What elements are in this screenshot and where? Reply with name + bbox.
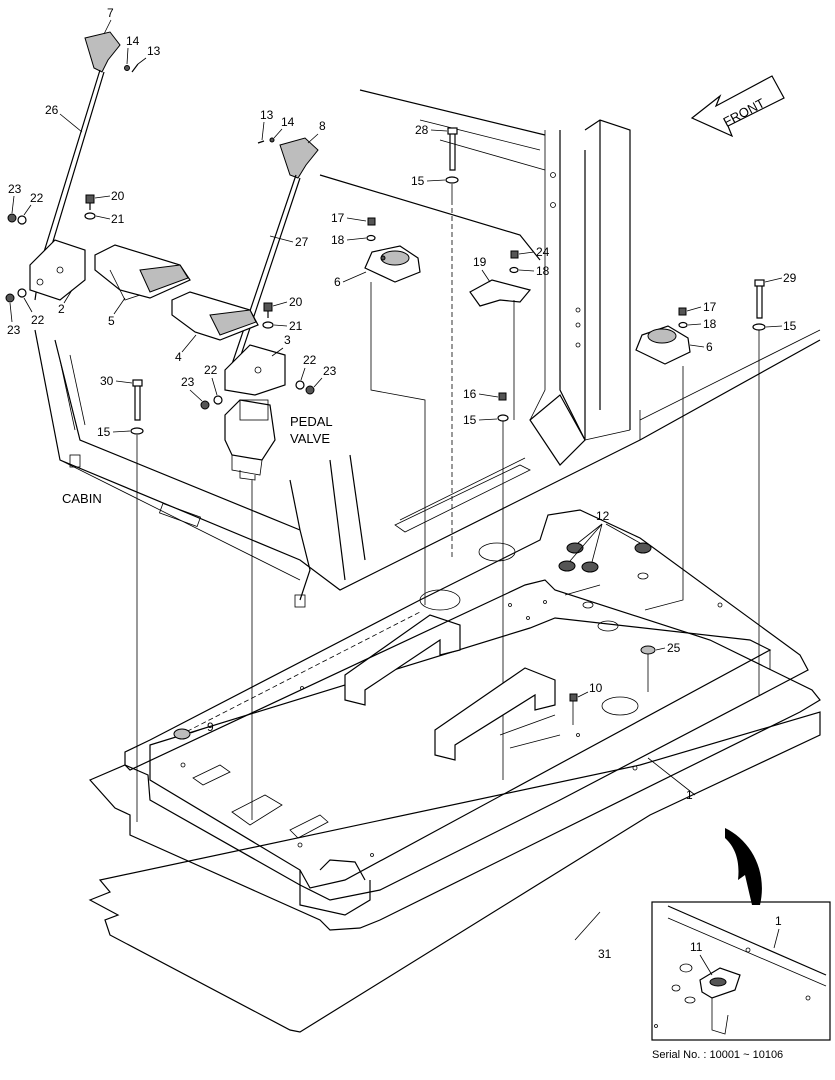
callouts: 7 14 13 26 23 22 20 21 23 22 2 5 13 14 8… bbox=[7, 6, 797, 976]
callout-6-left: 6 bbox=[334, 275, 341, 289]
callout-15-mid: 15 bbox=[463, 413, 477, 427]
bracket-2 bbox=[29, 239, 86, 301]
callout-15-right: 15 bbox=[783, 319, 797, 333]
callout-11: 11 bbox=[690, 940, 703, 954]
center-lever-assembly bbox=[171, 137, 319, 396]
callout-12: 12 bbox=[596, 509, 610, 523]
callout-21-center: 21 bbox=[289, 319, 303, 333]
callout-17-left: 17 bbox=[331, 211, 345, 225]
callout-10: 10 bbox=[589, 681, 603, 695]
floor-plate-1 bbox=[124, 509, 809, 916]
callout-16: 16 bbox=[463, 387, 477, 401]
callout-20-left: 20 bbox=[111, 189, 125, 203]
callout-18-mid: 18 bbox=[536, 264, 550, 278]
callout-23-topleft: 23 bbox=[8, 182, 22, 196]
callout-14-mid: 14 bbox=[281, 115, 295, 129]
callout-7: 7 bbox=[107, 6, 114, 20]
lever-rod-26 bbox=[39, 69, 105, 269]
callout-1-inset: 1 bbox=[775, 914, 782, 928]
callout-22-centerleft: 22 bbox=[204, 363, 218, 377]
callout-18-left: 18 bbox=[331, 233, 345, 247]
floor-slot-strip bbox=[394, 457, 531, 533]
callout-26: 26 bbox=[45, 103, 59, 117]
callout-8: 8 bbox=[319, 119, 326, 133]
projection-lines bbox=[136, 184, 760, 822]
pedal-valve: PEDAL VALVE bbox=[224, 399, 333, 481]
callout-17-right: 17 bbox=[703, 300, 717, 314]
callout-19: 19 bbox=[473, 255, 487, 269]
grommets-12 bbox=[558, 542, 652, 609]
callout-22-centerright: 22 bbox=[303, 353, 317, 367]
pedal-valve-label-line1: PEDAL bbox=[290, 414, 333, 429]
callout-13-mid: 13 bbox=[260, 108, 274, 122]
detail-inset bbox=[651, 901, 831, 1041]
callout-14-top: 14 bbox=[126, 34, 140, 48]
callout-24: 24 bbox=[536, 245, 550, 259]
callout-27: 27 bbox=[295, 235, 309, 249]
callout-18-right: 18 bbox=[703, 317, 717, 331]
callout-21-left: 21 bbox=[111, 212, 125, 226]
floor-mat-31 bbox=[88, 579, 821, 1033]
callout-22-bottomleft: 22 bbox=[31, 313, 45, 327]
lever-knob-7 bbox=[84, 31, 121, 73]
callout-22-topleft: 22 bbox=[30, 191, 44, 205]
callout-5: 5 bbox=[108, 314, 115, 328]
callout-25: 25 bbox=[667, 641, 681, 655]
plate-19 bbox=[469, 279, 532, 307]
callout-20-center: 20 bbox=[289, 295, 303, 309]
left-lever-assembly bbox=[29, 31, 191, 301]
callout-30: 30 bbox=[100, 374, 114, 388]
callout-4: 4 bbox=[175, 350, 182, 364]
callout-29: 29 bbox=[783, 271, 797, 285]
cabin-label: CABIN bbox=[62, 491, 102, 506]
lever-knob-8 bbox=[279, 137, 319, 179]
callout-2: 2 bbox=[58, 302, 65, 316]
callout-23-bottomleft: 23 bbox=[7, 323, 21, 337]
callout-31: 31 bbox=[598, 947, 612, 961]
callout-6-right: 6 bbox=[706, 340, 713, 354]
rubber-mount-6-left bbox=[364, 245, 421, 283]
callout-28: 28 bbox=[415, 123, 429, 137]
pedal-valve-label-line2: VALVE bbox=[290, 431, 330, 446]
hardware bbox=[5, 63, 766, 435]
callout-23-centerleft: 23 bbox=[181, 375, 195, 389]
plate-bracket-right bbox=[434, 667, 556, 761]
callout-13-top: 13 bbox=[147, 44, 161, 58]
callout-15-top: 15 bbox=[411, 174, 425, 188]
front-arrow-icon: FRONT bbox=[690, 75, 785, 138]
detail-arrow-icon bbox=[725, 828, 762, 905]
cabin-frame bbox=[34, 89, 821, 608]
rubber-mount-6-right bbox=[635, 325, 691, 365]
plate-bracket-left bbox=[344, 614, 461, 706]
serial-number-label: Serial No. : 10001 ~ 10106 bbox=[652, 1049, 783, 1061]
callout-3: 3 bbox=[284, 333, 291, 347]
callout-23-centerright: 23 bbox=[323, 364, 337, 378]
callout-15-left: 15 bbox=[97, 425, 111, 439]
callout-9: 9 bbox=[207, 720, 214, 734]
callout-1: 1 bbox=[686, 788, 693, 802]
